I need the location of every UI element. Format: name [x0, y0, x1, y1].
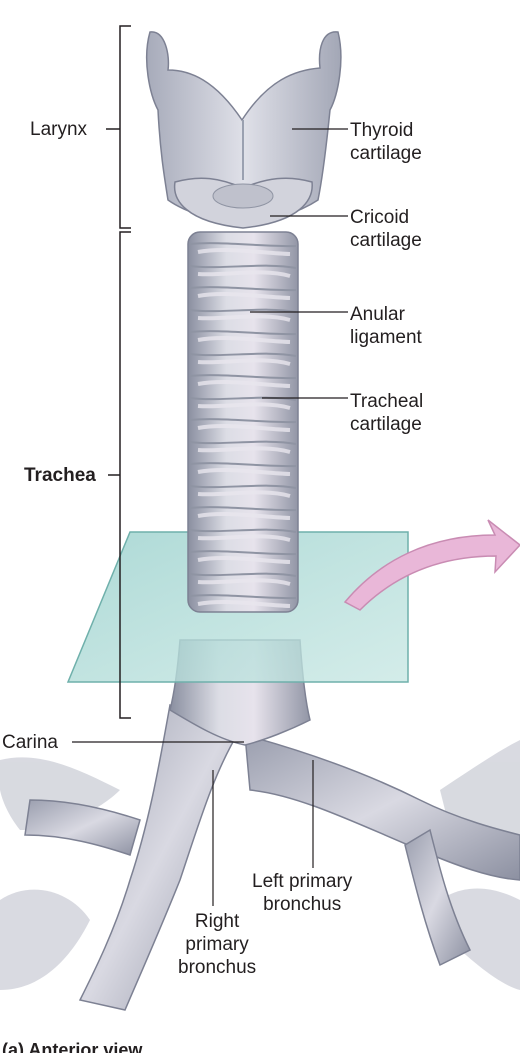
cartilage-ring	[189, 528, 297, 533]
carina-label: Carina	[2, 732, 58, 753]
cartilage-ring	[189, 264, 297, 269]
figure-caption: (a) Anterior view	[2, 1040, 143, 1053]
ring-highlight	[197, 556, 291, 564]
cartilage-ring	[189, 286, 297, 292]
ring-highlight	[197, 490, 291, 498]
ring-highlight	[197, 402, 291, 410]
ring-highlight	[197, 468, 291, 476]
larynx-label: Larynx	[30, 119, 88, 140]
cartilage-ring	[189, 550, 297, 556]
anular-ligament-label: Anular ligament	[350, 304, 422, 348]
cricoid-cartilage-label: Cricoid cartilage	[350, 207, 422, 251]
ring-highlight	[197, 446, 291, 454]
ring-highlight	[197, 600, 291, 608]
ring-highlight	[197, 358, 291, 366]
cartilage-ring	[189, 462, 297, 468]
curved-arrow	[343, 519, 520, 611]
tracheal-cartilage-label: Tracheal cartilage	[350, 391, 424, 435]
ring-highlight	[197, 314, 291, 322]
cartilage-ring	[189, 440, 297, 445]
tracheal-cartilage-rings	[189, 242, 297, 608]
brackets	[106, 25, 131, 719]
ring-highlight	[197, 512, 291, 520]
ring-highlight	[197, 424, 291, 432]
right-primary-bronchus-label: Right primary bronchus	[178, 911, 257, 978]
ring-highlight	[197, 292, 291, 300]
cartilage-ring	[189, 484, 297, 489]
cartilage-ring	[189, 330, 297, 336]
trachea-label: Trachea	[24, 465, 96, 486]
ring-highlight	[197, 534, 291, 542]
larynx-bracket	[119, 25, 131, 229]
ring-highlight	[197, 578, 291, 586]
left-primary-bronchus-label: Left primary bronchus	[252, 871, 353, 915]
ring-highlight	[197, 248, 291, 256]
cartilage-ring	[189, 594, 297, 600]
right-primary-bronchus-shape	[24, 703, 242, 1011]
ring-highlight	[197, 336, 291, 344]
larynx-shape	[145, 31, 342, 229]
cartilage-ring	[189, 242, 297, 248]
cartilage-ring	[189, 374, 297, 380]
ring-highlight	[197, 270, 291, 278]
cartilage-ring	[189, 308, 297, 313]
left-primary-bronchus-shape	[244, 733, 520, 967]
cartilage-ring	[189, 352, 297, 357]
cartilage-ring	[189, 506, 297, 512]
leader-lines	[72, 128, 348, 906]
cartilage-ring	[189, 572, 297, 577]
thyroid-cartilage-label: Thyroid cartilage	[350, 120, 422, 164]
cartilage-ring	[189, 418, 297, 424]
ring-highlight	[197, 380, 291, 388]
